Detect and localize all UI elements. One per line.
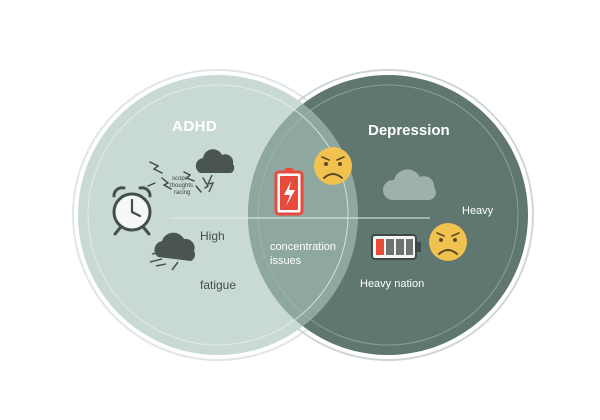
overlap-label: concentration issues: [270, 241, 337, 267]
adhd-title: ADHD: [172, 118, 218, 135]
alarm-clock-icon: [112, 186, 152, 236]
lightning-scribble-icon: [147, 161, 209, 193]
sad-face-icon: [314, 147, 352, 185]
low-battery-icon: [371, 234, 421, 260]
scribble-text-3: racing: [174, 190, 191, 196]
overlap-region: [248, 75, 358, 355]
scribble-text-2: thoughts: [170, 183, 194, 189]
dark-cloud-icon: [149, 232, 196, 271]
low-battery-icon: [274, 168, 304, 216]
heavy-label: Heavy: [462, 205, 494, 217]
depression-title: Depression: [368, 122, 450, 139]
storm-cloud-icon: [195, 149, 235, 193]
adhd-inner-ring: [87, 84, 349, 346]
high-label: High: [200, 229, 225, 243]
fatigue-label: fatigue: [200, 278, 237, 292]
heavy-nation-label: Heavy nation: [360, 278, 425, 290]
depression-inner-ring: [257, 84, 519, 346]
sad-face-icon: [429, 223, 467, 261]
scribble-text-1: scope: [172, 176, 189, 182]
cloud-icon: [382, 169, 436, 200]
